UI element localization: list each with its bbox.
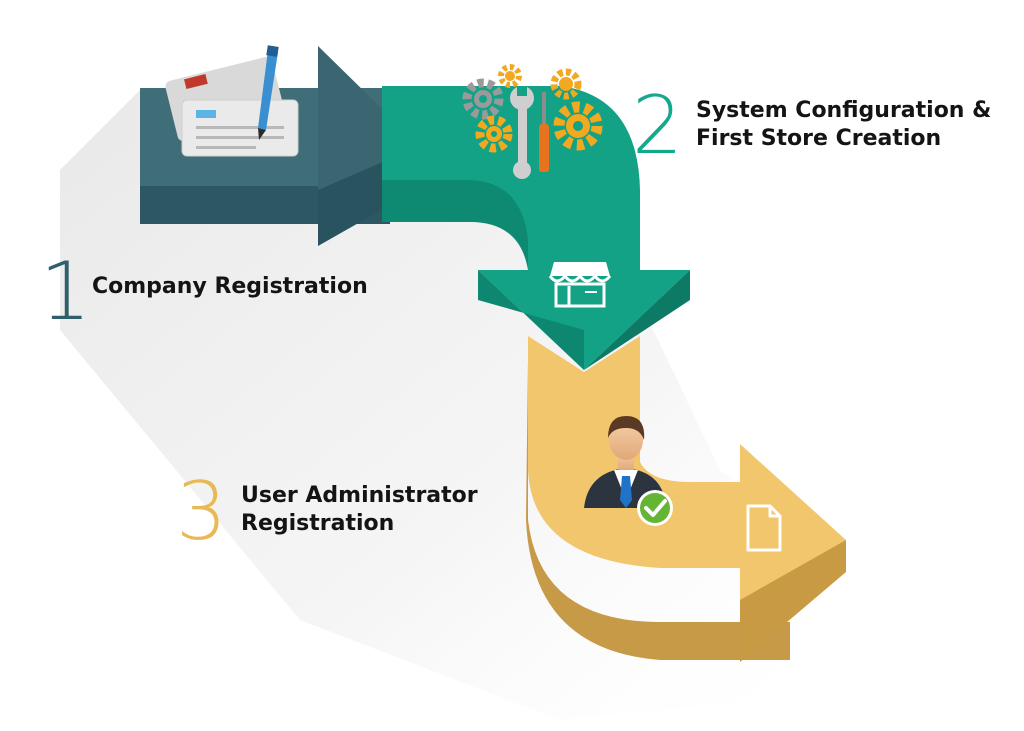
- document-icon: [746, 504, 782, 552]
- step-3-label-line1: User Administrator: [241, 483, 478, 508]
- registration-form-icon: [165, 45, 299, 157]
- step-2-label-line2: First Store Creation: [696, 126, 942, 151]
- checkmark-icon: [637, 490, 673, 526]
- gears-tools-icon: [462, 64, 603, 179]
- step-3-label: User Administrator Registration: [241, 482, 478, 538]
- step-1-label: Company Registration: [92, 273, 368, 301]
- step-2-label: System Configuration & First Store Creat…: [696, 97, 991, 153]
- step-1-number: 1: [40, 245, 91, 338]
- step-3-number: 3: [176, 465, 227, 558]
- step-2-number: 2: [632, 79, 683, 172]
- step-3-label-line2: Registration: [241, 511, 395, 536]
- step-2-label-line1: System Configuration &: [696, 98, 992, 123]
- step-1-label-line1: Company Registration: [92, 274, 368, 299]
- store-icon: [548, 262, 612, 308]
